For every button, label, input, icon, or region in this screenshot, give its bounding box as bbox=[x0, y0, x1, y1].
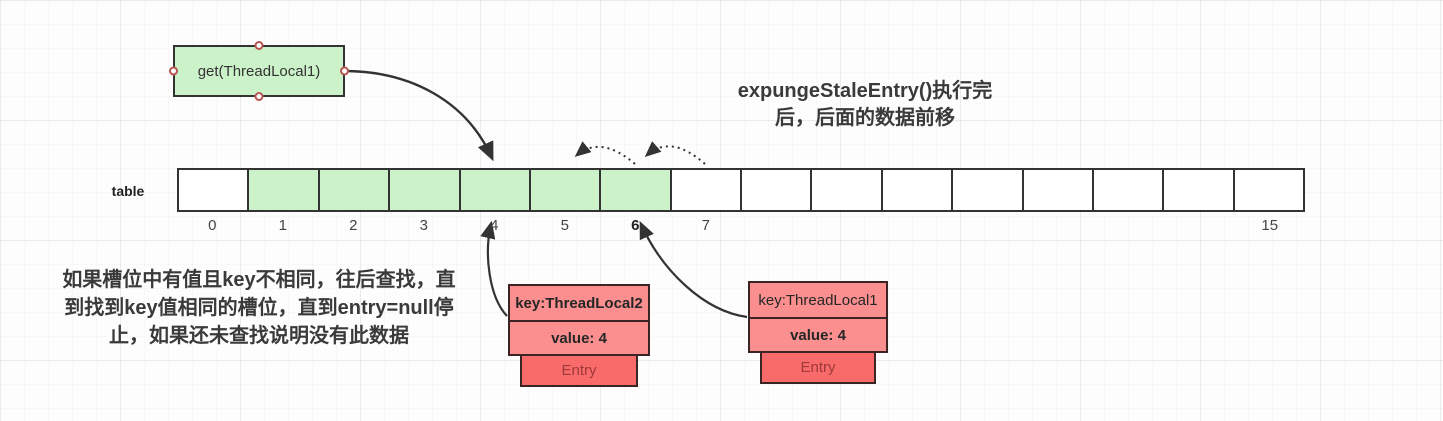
array-slot-10[interactable] bbox=[882, 170, 954, 210]
index-label-7: 7 bbox=[701, 217, 710, 234]
index-label-4: 4 bbox=[490, 217, 499, 234]
array-slot-7[interactable] bbox=[671, 170, 742, 210]
connection-handle-left[interactable] bbox=[169, 66, 178, 76]
entry-node-threadlocal1[interactable]: key:ThreadLocal1 value: 4 Entry bbox=[748, 281, 888, 384]
index-label-15: 15 bbox=[1261, 217, 1279, 234]
index-label-3: 3 bbox=[419, 217, 428, 234]
shift-slot6-to-slot5-arc[interactable] bbox=[574, 141, 636, 165]
get-to-slot4-arrow[interactable] bbox=[346, 69, 494, 162]
entry1-tag-row[interactable]: Entry bbox=[760, 353, 876, 384]
array-slot-6[interactable] bbox=[601, 170, 672, 210]
get-threadlocal1-label: get(ThreadLocal1) bbox=[197, 62, 321, 80]
array-slot-0[interactable] bbox=[179, 170, 250, 210]
note-line-1: 如果槽位中有值且key不相同，往后查找，直 bbox=[62, 269, 456, 291]
array-slot-15[interactable] bbox=[1234, 170, 1303, 210]
entry2-value-row[interactable]: value: 4 bbox=[508, 320, 650, 356]
shift-slot7-to-slot6-arc[interactable] bbox=[644, 141, 706, 165]
entry2-key-row[interactable]: key:ThreadLocal2 bbox=[508, 284, 650, 320]
expunge-title-text[interactable]: expungeStaleEntry()执行完 后，后面的数据前移 bbox=[695, 78, 1035, 132]
hash-table-array[interactable] bbox=[177, 168, 1305, 212]
array-slot-9[interactable] bbox=[812, 170, 883, 210]
entry1-value-row[interactable]: value: 4 bbox=[748, 317, 888, 353]
array-slot-13[interactable] bbox=[1093, 170, 1165, 210]
index-label-5: 5 bbox=[560, 217, 569, 234]
array-slot-8[interactable] bbox=[742, 170, 813, 210]
index-label-0: 0 bbox=[208, 217, 217, 234]
entry1-key-row[interactable]: key:ThreadLocal1 bbox=[748, 281, 888, 317]
title-line-2: 后，后面的数据前移 bbox=[775, 107, 955, 129]
array-slot-2[interactable] bbox=[319, 170, 391, 210]
index-label-6: 6 bbox=[631, 217, 640, 234]
array-slot-14[interactable] bbox=[1164, 170, 1235, 210]
array-slot-3[interactable] bbox=[390, 170, 461, 210]
connection-handle-right[interactable] bbox=[340, 66, 349, 76]
index-label-1: 1 bbox=[278, 217, 287, 234]
title-line-1: expungeStaleEntry()执行完 bbox=[737, 80, 993, 102]
get-threadlocal1-node[interactable]: get(ThreadLocal1) bbox=[169, 41, 349, 101]
connection-handle-bottom[interactable] bbox=[254, 92, 264, 101]
table-label: table bbox=[111, 183, 145, 199]
array-slot-11[interactable] bbox=[953, 170, 1024, 210]
connection-handle-top[interactable] bbox=[254, 41, 264, 50]
array-slot-5[interactable] bbox=[530, 170, 602, 210]
array-slot-12[interactable] bbox=[1023, 170, 1094, 210]
array-slot-1[interactable] bbox=[249, 170, 320, 210]
note-line-3: 止，如果还未查找说明没有此数据 bbox=[109, 325, 409, 347]
entry2-tag-row[interactable]: Entry bbox=[520, 356, 638, 387]
array-slot-4[interactable] bbox=[460, 170, 531, 210]
index-label-2: 2 bbox=[349, 217, 358, 234]
lookup-note-text[interactable]: 如果槽位中有值且key不相同，往后查找，直 到找到key值相同的槽位，直到ent… bbox=[28, 266, 490, 350]
entry1-to-slot6-arrow[interactable] bbox=[639, 220, 748, 319]
note-line-2: 到找到key值相同的槽位，直到entry=null停 bbox=[64, 297, 454, 319]
entry-node-threadlocal2[interactable]: key:ThreadLocal2 value: 4 Entry bbox=[508, 284, 650, 387]
entry2-to-slot4-arrow[interactable] bbox=[480, 220, 508, 317]
